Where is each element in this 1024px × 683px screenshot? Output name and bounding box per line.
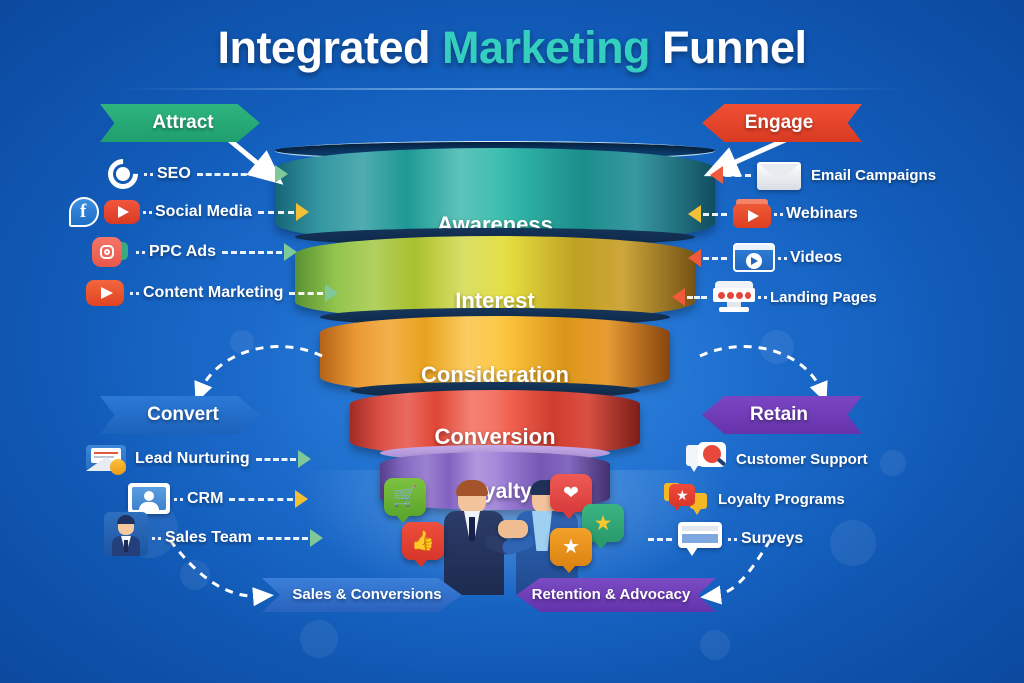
arrow-marker [688, 205, 701, 223]
support-chat-icon [686, 442, 730, 476]
landing-page-icon [713, 281, 755, 313]
arrow-marker [283, 243, 297, 261]
item-label: Social Media [155, 203, 252, 220]
arrow-marker [295, 490, 309, 508]
arrow-marker [297, 450, 311, 468]
arrow-marker [309, 529, 323, 547]
arrow-marker [710, 166, 723, 184]
arrow-marker [688, 249, 701, 267]
sales-person-icon [104, 512, 148, 556]
item-label: SEO [157, 165, 191, 182]
item-email-campaigns[interactable]: Email Campaigns [710, 160, 936, 190]
crm-card-icon [128, 483, 170, 515]
arrow-marker [295, 203, 309, 221]
item-videos[interactable]: Videos [688, 243, 842, 273]
youtube-play-icon [86, 279, 126, 307]
title-accent: Marketing [442, 22, 651, 73]
item-label: Lead Nurturing [135, 450, 250, 467]
star-bubble-icon: ★ [664, 482, 712, 516]
star-icon: ★ [550, 528, 592, 573]
item-lead-nurturing[interactable]: Lead Nurturing [86, 443, 311, 475]
youtube-play-icon [104, 199, 140, 225]
item-seo[interactable]: SEO [101, 152, 288, 196]
bokeh-dot [880, 450, 906, 476]
banner-engage[interactable]: Engage [702, 104, 862, 142]
item-label: Email Campaigns [811, 166, 937, 184]
title-part-1: Integrated [217, 22, 442, 73]
item-label: Surveys [741, 530, 804, 547]
item-label: Landing Pages [770, 288, 877, 306]
item-label: Loyalty Programs [718, 490, 845, 508]
funnel-stage-label: Conversion [434, 424, 556, 449]
item-surveys[interactable]: Surveys [648, 522, 804, 556]
bokeh-dot [760, 330, 794, 364]
bokeh-dot [300, 620, 338, 658]
ribbon-retention-advocacy[interactable]: Retention & Advocacy [516, 578, 716, 612]
envelope-icon [757, 159, 803, 191]
item-label: PPC Ads [149, 243, 216, 260]
item-label: Customer Support [736, 450, 868, 468]
lead-envelope-icon [86, 443, 130, 475]
cart-icon: 🛒 [384, 478, 426, 523]
item-content-marketing[interactable]: Content Marketing [86, 278, 339, 308]
handshake-illustration: 🛒 👍 ❤ ★ ★ [380, 470, 640, 595]
title-part-2: Funnel [650, 22, 807, 73]
facebook-icon: f [68, 196, 102, 228]
arrow-marker [274, 165, 288, 183]
title-divider [117, 88, 907, 90]
bokeh-dot [700, 630, 730, 660]
item-landing-pages[interactable]: Landing Pages [672, 281, 877, 313]
page-title: Integrated Marketing Funnel [0, 22, 1024, 74]
star-icon: ★ [582, 504, 624, 549]
seo-target-icon [101, 152, 145, 196]
item-customer-support[interactable]: Customer Support [686, 442, 868, 476]
arrow-marker [672, 288, 685, 306]
item-crm[interactable]: CRM [128, 483, 309, 515]
arrow-marker [325, 284, 339, 302]
bokeh-dot [830, 520, 876, 566]
item-label: Content Marketing [143, 284, 284, 301]
item-social-media[interactable]: f Social Media [68, 197, 309, 227]
banner-attract[interactable]: Attract [100, 104, 260, 142]
item-label: Sales Team [165, 529, 252, 546]
banner-convert[interactable]: Convert [100, 396, 260, 434]
item-loyalty-programs[interactable]: ★ Loyalty Programs [664, 482, 845, 516]
item-ppc-ads[interactable]: PPC Ads [92, 237, 297, 267]
video-window-icon [733, 243, 775, 273]
person-left [438, 480, 516, 595]
handshake [498, 520, 528, 538]
bokeh-dot [180, 560, 210, 590]
item-label: CRM [187, 490, 224, 507]
ribbon-sales-conversions[interactable]: Sales & Conversions [262, 578, 462, 612]
banner-retain[interactable]: Retain [702, 396, 862, 434]
item-sales-team[interactable]: Sales Team [104, 512, 323, 556]
item-label: Webinars [786, 205, 858, 222]
heart-icon: ❤ [550, 474, 592, 519]
survey-card-icon [678, 522, 724, 556]
item-label: Videos [790, 249, 843, 266]
webinar-video-icon [733, 199, 771, 229]
bokeh-dot [230, 330, 254, 354]
item-webinars[interactable]: Webinars [688, 199, 858, 229]
instagram-icon [92, 236, 132, 268]
thumbs-up-icon: 👍 [402, 522, 444, 567]
